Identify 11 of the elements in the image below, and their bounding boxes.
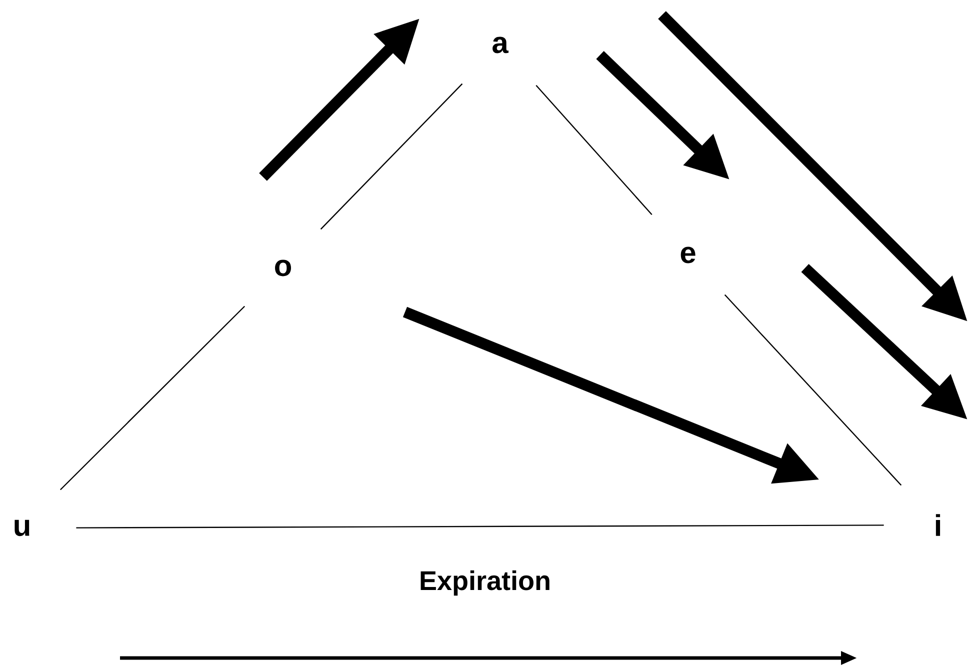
vowel-label: u [14,520,30,536]
connector-line [536,84,652,216]
connector-line [320,83,463,230]
connector-line [724,294,902,486]
axis-label: Expiration [420,570,550,596]
vowel-label: a [492,36,509,54]
connector-line [60,306,246,490]
connector-line [76,524,884,528]
vowel-label: o [275,260,291,276]
vowel-label: e [680,246,696,264]
vowel-label: i [936,514,940,536]
